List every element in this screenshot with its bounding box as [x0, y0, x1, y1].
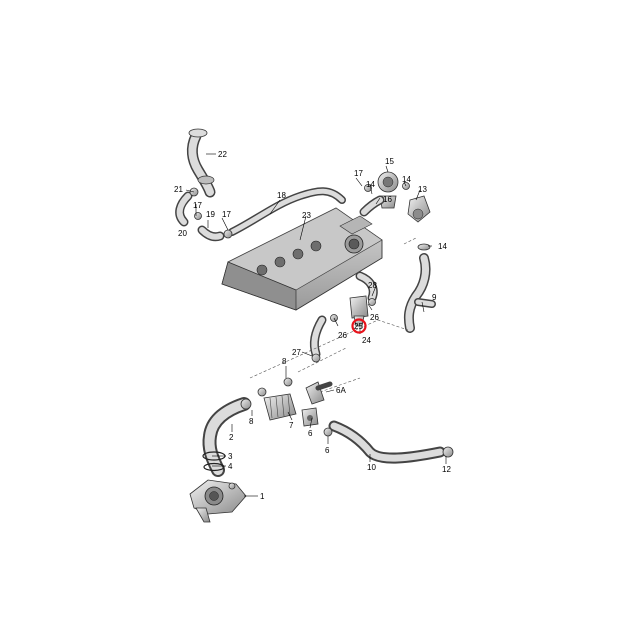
- hose-part-9: [403, 253, 436, 333]
- label-4: 4: [228, 462, 233, 471]
- label-8b: 8: [249, 417, 254, 426]
- label-21: 21: [174, 185, 183, 194]
- hose-part-20: [175, 187, 233, 242]
- label-16: 16: [383, 195, 392, 204]
- hose-part-26: [309, 271, 378, 363]
- hose-part-18: [228, 187, 346, 236]
- label-17a: 17: [193, 201, 202, 210]
- part-labels: 22 21 17 19 17 20 18 23 17 14 15 14 16 1…: [174, 150, 451, 501]
- bellows-part-7: [257, 387, 297, 421]
- label-6: 6: [308, 429, 313, 438]
- label-26a: 26: [370, 313, 379, 322]
- pcv-valve-part-25: [349, 295, 369, 327]
- label-14-right: 14: [438, 242, 447, 251]
- label-12: 12: [442, 465, 451, 474]
- label-14b: 14: [402, 175, 411, 184]
- label-17b: 17: [222, 210, 231, 219]
- label-10: 10: [367, 463, 376, 472]
- hose-part-10: [323, 420, 454, 464]
- label-2: 2: [229, 433, 234, 442]
- label-17c: 17: [354, 169, 363, 178]
- label-24: 24: [362, 336, 371, 345]
- label-9: 9: [432, 293, 437, 302]
- label-7: 7: [289, 421, 294, 430]
- reference-lines: [249, 237, 417, 393]
- hose-part-16: [359, 195, 385, 217]
- highlight-circle: [351, 318, 367, 334]
- fitting-part-6a: [305, 381, 333, 405]
- label-23: 23: [302, 211, 311, 220]
- label-3: 3: [228, 452, 233, 461]
- connector-part-13: [407, 195, 431, 251]
- label-18: 18: [277, 191, 286, 200]
- label-25: 25: [354, 322, 363, 331]
- label-6a: 6A: [336, 386, 346, 395]
- label-28: 28: [368, 281, 377, 290]
- seal-ring-part-4: [203, 462, 225, 472]
- label-15: 15: [385, 157, 394, 166]
- label-13: 13: [418, 185, 427, 194]
- label-26b: 26: [338, 331, 347, 340]
- label-1: 1: [260, 492, 265, 501]
- label-27: 27: [292, 348, 301, 357]
- label-19: 19: [206, 210, 215, 219]
- hose-part-22: [186, 128, 216, 198]
- housing-part-1: [189, 479, 247, 523]
- label-22: 22: [218, 150, 227, 159]
- fitting-part-6: [301, 407, 319, 427]
- label-14a: 14: [366, 180, 375, 189]
- label-8a: 8: [282, 357, 287, 366]
- label-6-bottom: 6: [325, 446, 330, 455]
- valve-cover-part-23: [221, 207, 383, 311]
- leader-lines: [185, 153, 447, 497]
- clamp-part-8: [240, 377, 293, 410]
- label-20: 20: [178, 229, 187, 238]
